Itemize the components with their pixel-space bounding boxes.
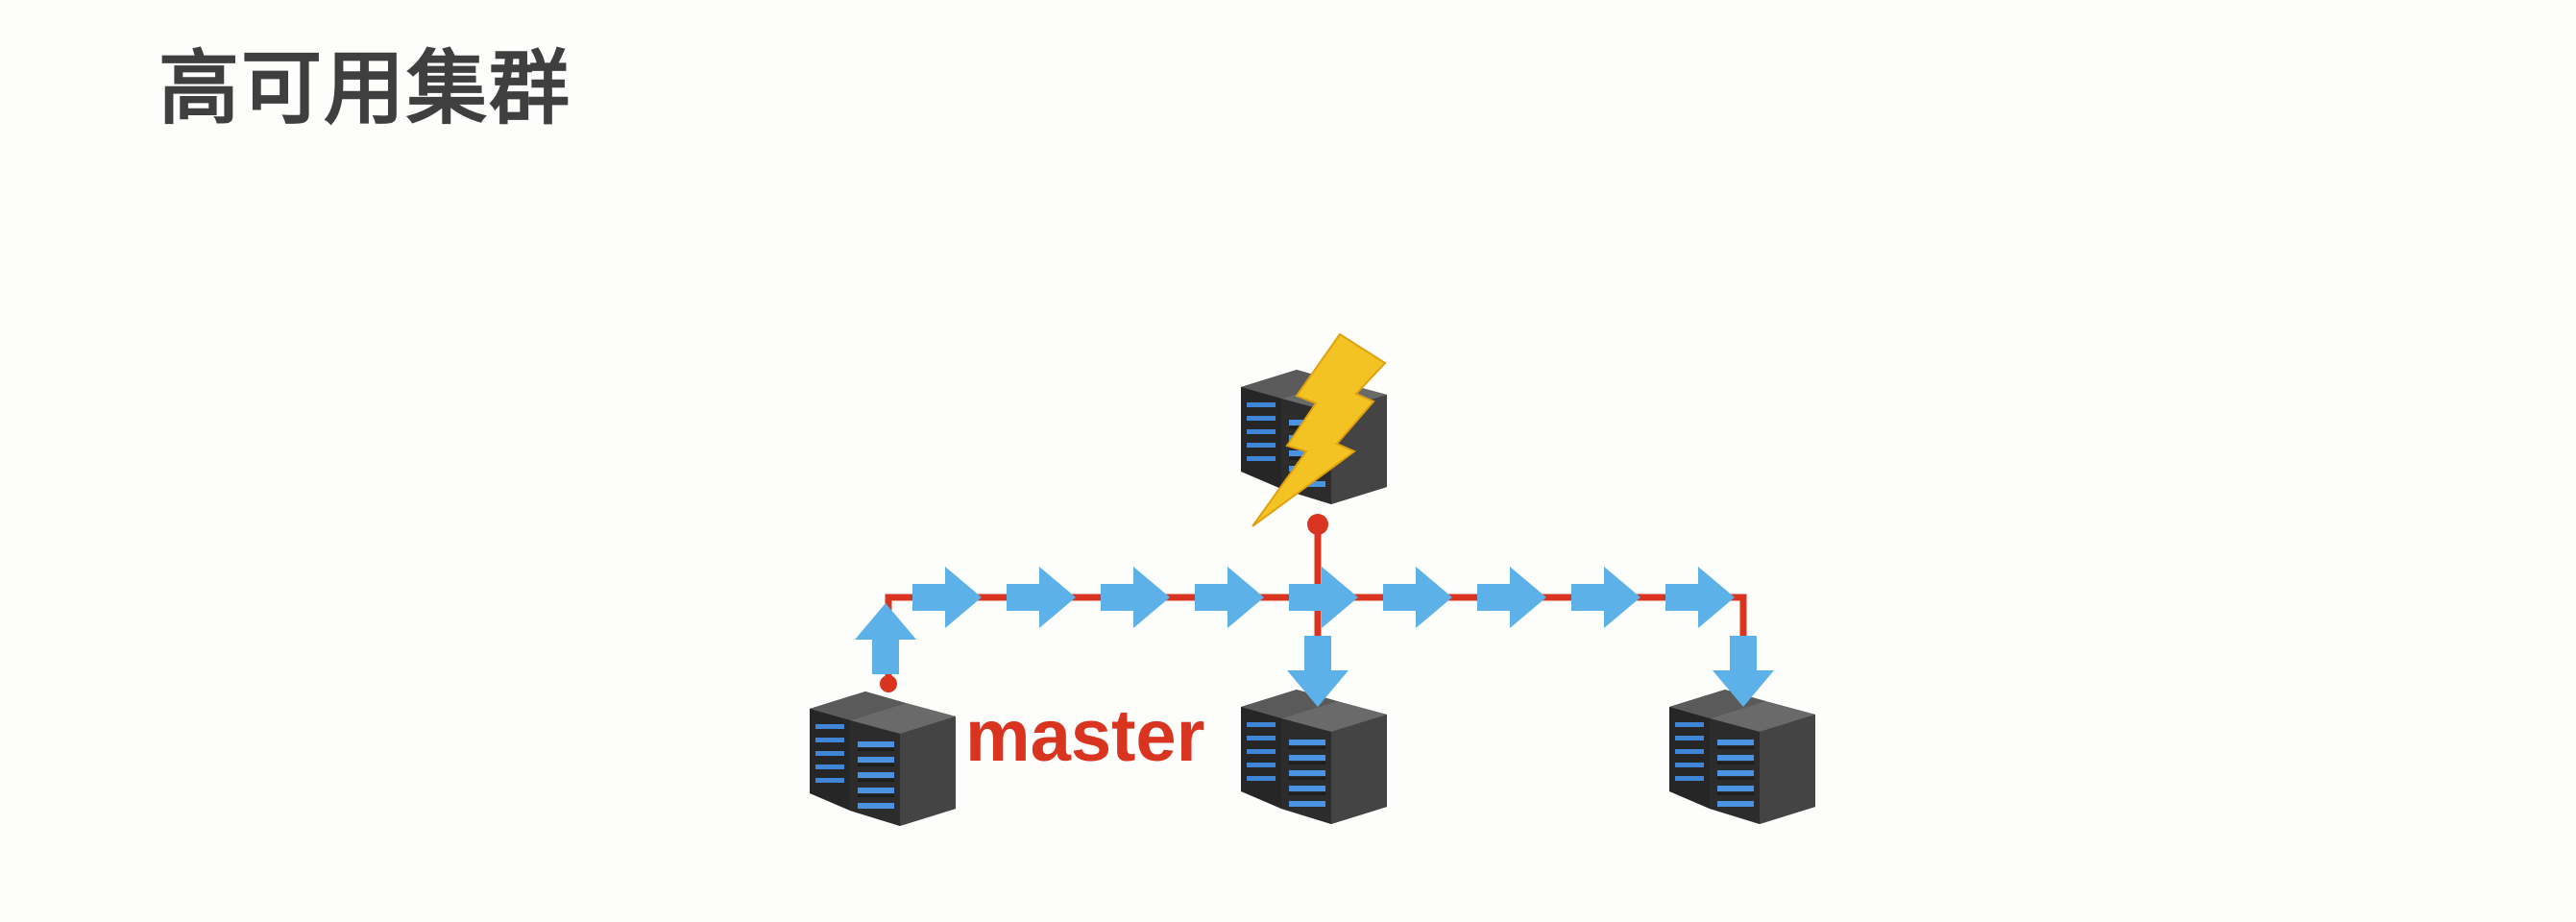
replica-server-icon <box>1241 690 1387 824</box>
right-arrow-icon <box>1007 567 1076 628</box>
replica-server-icon <box>1669 690 1815 824</box>
right-arrow-icon <box>1571 567 1640 628</box>
right-arrow-icon <box>1383 567 1452 628</box>
right-arrow-icon <box>912 567 982 628</box>
up-arrow-icon <box>855 603 916 674</box>
right-arrow-icon <box>1665 567 1735 628</box>
lightning-bolt-icon <box>1252 332 1387 527</box>
link-node <box>1307 514 1328 535</box>
master-label: master <box>965 695 1204 777</box>
page-title: 高可用集群 <box>158 41 572 135</box>
replication-flow <box>855 567 1774 707</box>
right-arrow-icon <box>1289 567 1358 628</box>
right-arrow-icon <box>1477 567 1546 628</box>
master-server-icon <box>810 692 956 826</box>
link-node <box>880 675 897 692</box>
right-arrow-icon <box>1195 567 1264 628</box>
right-arrow-icon <box>1101 567 1170 628</box>
